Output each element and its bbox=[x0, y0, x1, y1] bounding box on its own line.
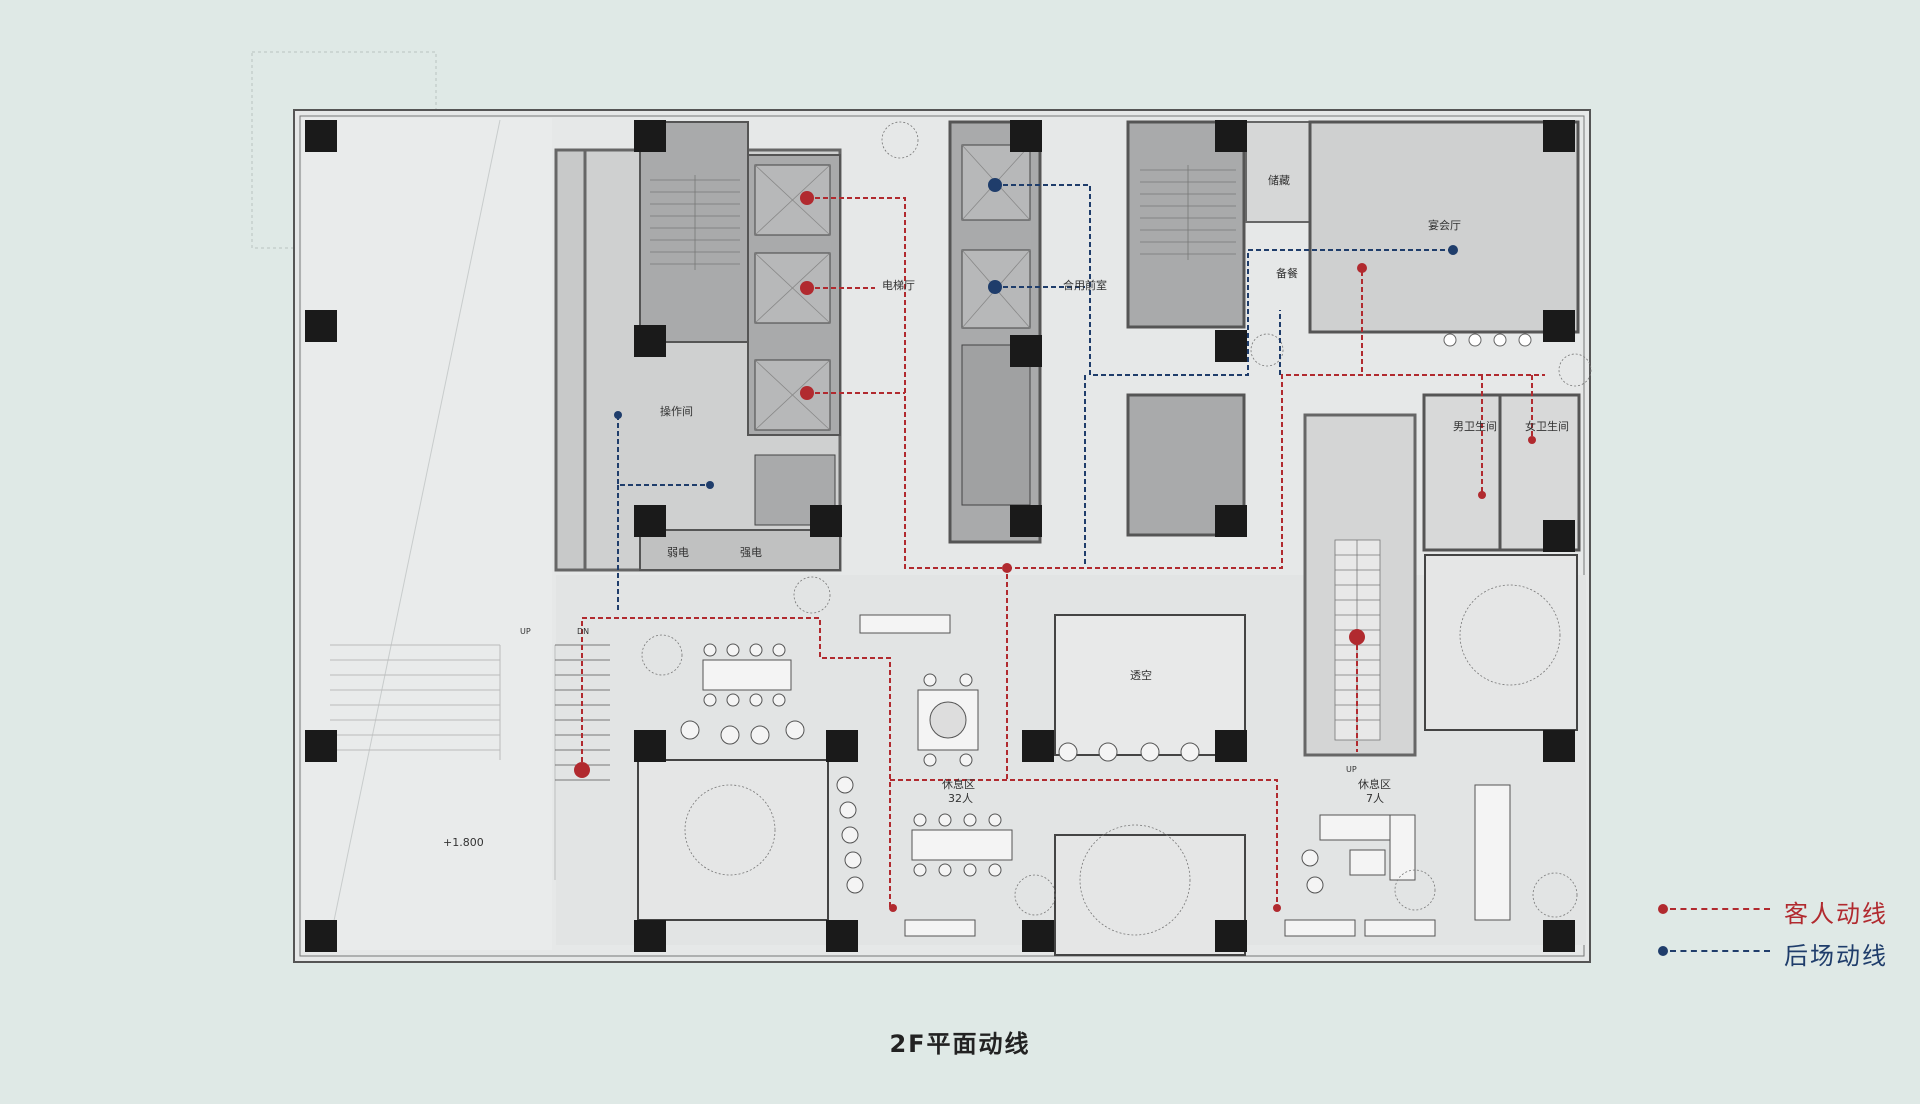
left-steps bbox=[330, 644, 556, 880]
label-womens-restroom: 女卫生间 bbox=[1525, 419, 1569, 433]
legend-service-dot bbox=[1658, 946, 1668, 956]
entry-stair bbox=[555, 644, 610, 781]
plants bbox=[641, 121, 1592, 936]
label-elevation: +1.800 bbox=[443, 836, 484, 849]
sofa-set bbox=[1301, 814, 1416, 894]
label-storage: 储藏 bbox=[1268, 173, 1290, 187]
bench-1 bbox=[904, 919, 976, 937]
guest-flow-lines bbox=[581, 197, 1545, 908]
legend-guest-line bbox=[1670, 908, 1770, 910]
label-lounge-2-capacity: 7人 bbox=[1366, 792, 1384, 805]
banquet-hall bbox=[1308, 120, 1580, 334]
bench-3 bbox=[1364, 919, 1436, 937]
dining-table-2 bbox=[917, 673, 979, 767]
dining-table-3 bbox=[911, 813, 1013, 877]
middle-core bbox=[948, 120, 1246, 544]
bench-2 bbox=[1284, 919, 1356, 937]
void-1 bbox=[1054, 614, 1246, 756]
bench-4 bbox=[859, 614, 951, 634]
label-lounge-1: 休息区 bbox=[942, 777, 975, 791]
legend-guest-dot bbox=[1658, 904, 1668, 914]
label-banquet-hall: 宴会厅 bbox=[1428, 218, 1461, 232]
plan-title: 2F平面动线 bbox=[889, 1030, 1031, 1058]
service-flow-lines bbox=[617, 184, 1453, 610]
service-flow-dots bbox=[614, 178, 1458, 489]
void-4 bbox=[1424, 554, 1578, 731]
legend-service: 后场动线 bbox=[1658, 935, 1898, 977]
banquet-sinks bbox=[1443, 333, 1532, 347]
label-lounge-2: 休息区 bbox=[1358, 777, 1391, 791]
legend-service-line bbox=[1670, 950, 1770, 952]
guest-flow-dots bbox=[574, 191, 1536, 912]
void-2 bbox=[637, 759, 829, 921]
label-void: 透空 bbox=[1130, 668, 1152, 682]
void-3 bbox=[1054, 834, 1246, 956]
legend-service-label: 后场动线 bbox=[1784, 942, 1888, 970]
label-shared-lobby: 合用前室 bbox=[1063, 278, 1107, 292]
label-elevator-hall: 电梯厅 bbox=[882, 279, 915, 292]
label-up-left: UP bbox=[520, 627, 531, 636]
bench-5 bbox=[1474, 784, 1511, 921]
label-low-voltage: 弱电 bbox=[667, 546, 689, 559]
legend-guest: 客人动线 bbox=[1658, 893, 1898, 935]
entry-zone bbox=[302, 118, 552, 950]
columns bbox=[305, 120, 1575, 952]
storage-room bbox=[1245, 121, 1311, 223]
label-operation-room: 操作间 bbox=[660, 404, 693, 418]
service-core bbox=[554, 121, 842, 572]
label-pantry: 备餐 bbox=[1276, 266, 1298, 280]
dining-table-1 bbox=[702, 643, 792, 707]
legend: 客人动线 后场动线 bbox=[1658, 893, 1898, 977]
label-down: DN bbox=[577, 627, 589, 636]
label-lounge-1-capacity: 32人 bbox=[948, 792, 973, 805]
lounge-chairs bbox=[680, 720, 1200, 894]
label-high-voltage: 强电 bbox=[740, 546, 762, 559]
label-up-right: UP bbox=[1346, 765, 1357, 774]
label-mens-restroom: 男卫生间 bbox=[1453, 419, 1497, 433]
legend-guest-label: 客人动线 bbox=[1784, 900, 1888, 928]
